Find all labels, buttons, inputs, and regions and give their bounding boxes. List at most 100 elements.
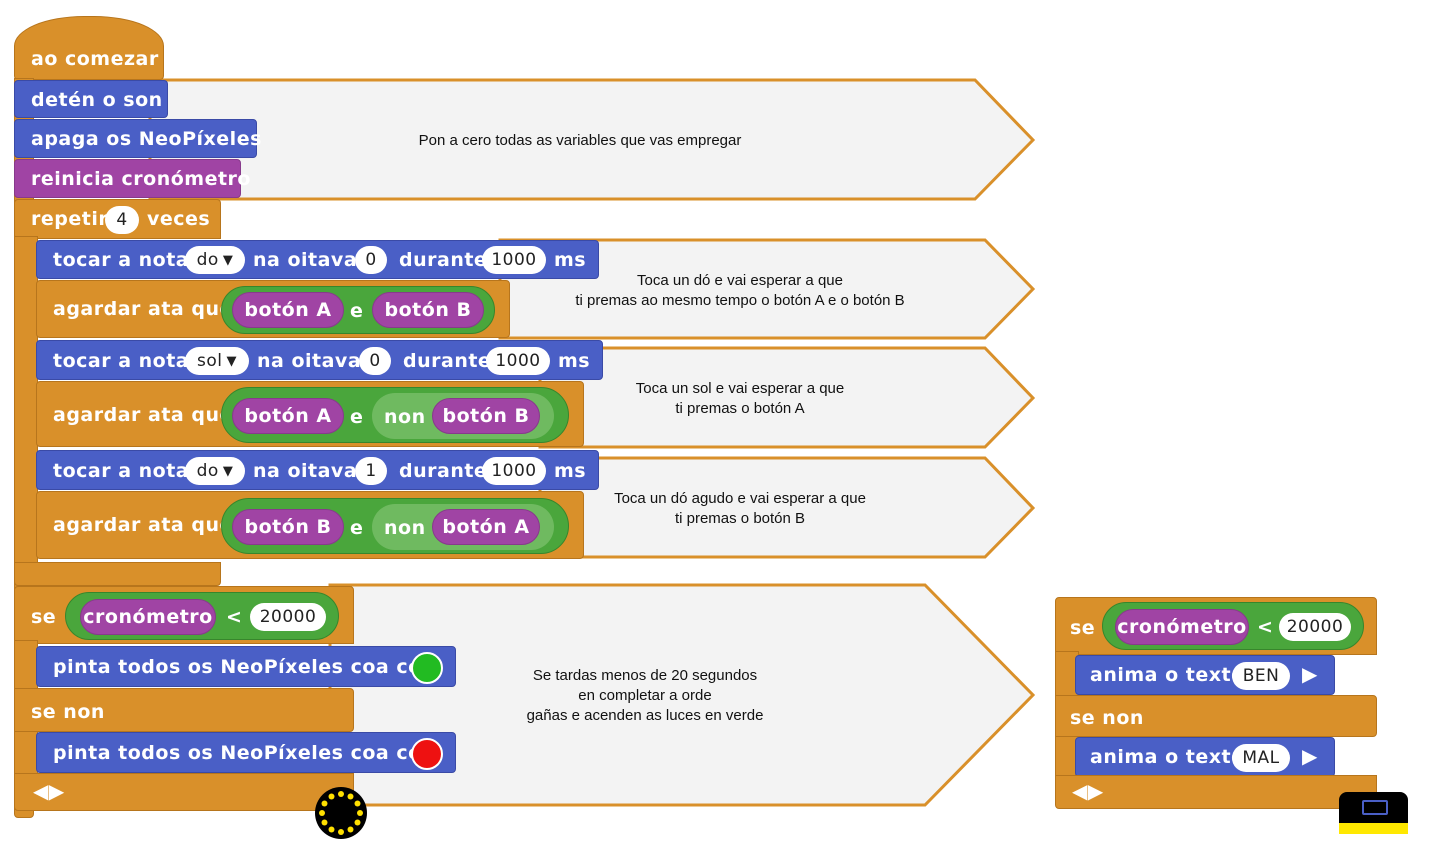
note-dropdown[interactable]: sol▼ [185,347,249,375]
and-label: e [350,517,364,539]
display-stripe [1339,823,1408,834]
dropdown-arrow-icon: ▼ [226,353,237,369]
play-note-label: tocar a nota [53,460,190,482]
paint-red-block[interactable]: pinta todos os NeoPíxeles coa cor [36,732,456,773]
threshold-input[interactable]: 20000 [1279,613,1351,641]
repeat-count-input[interactable]: 4 [105,206,139,234]
timer-variable[interactable]: cronómetro [80,599,216,635]
display-screen [1362,800,1388,815]
text-input-ben[interactable]: BEN [1232,662,1290,690]
comment-note3: Toca un dó agudo e vai esperar a que ti … [614,490,866,527]
play-note-block-2[interactable]: tocar a nota sol▼ na oitava 0 durante 10… [36,340,603,380]
duration-input[interactable]: 1000 [482,457,546,485]
green-color-swatch[interactable] [411,652,443,684]
reset-timer-label: reinicia cronómetro [31,168,251,190]
button-a-sensor[interactable]: botón A [432,509,540,545]
octave-label: na oitava [257,350,362,372]
reset-timer-block[interactable]: reinicia cronómetro [14,159,250,198]
paint-label: pinta todos os NeoPíxeles coa cor [53,656,432,678]
repeat-footer [14,562,221,586]
duration-input[interactable]: 1000 [486,347,550,375]
duration-input[interactable]: 1000 [482,246,546,274]
wait-until-label: agardar ata que [53,298,233,320]
duration-unit: ms [554,249,587,271]
repeat-block[interactable]: repetir 4 veces [14,199,221,239]
button-b-sensor[interactable]: botón B [372,292,484,328]
expand-arrows-icon[interactable]: ◀▶ [1072,779,1104,803]
duration-unit: ms [558,350,591,372]
text-input-mal[interactable]: MAL [1232,744,1290,772]
play-note-label: tocar a nota [53,249,190,271]
dropdown-arrow-icon: ▼ [222,463,234,479]
paint-green-block[interactable]: pinta todos os NeoPíxeles coa cor [36,646,456,687]
duration-unit: ms [554,460,587,482]
less-than-block[interactable]: cronómetro < 20000 [65,592,339,640]
octave-input[interactable]: 0 [355,246,387,274]
if-footer-2: ◀▶ [1055,775,1377,809]
and-label: e [350,406,364,428]
not-block[interactable]: non botón A [372,504,554,550]
octave-input[interactable]: 0 [359,347,391,375]
play-note-block-1[interactable]: tocar a nota do▼ na oitava 0 durante 100… [36,240,599,279]
on-start-block[interactable]: ao comezar [14,16,164,80]
not-label: non [384,406,426,428]
repeat-times-label: veces [147,208,211,230]
animate-text-mal-block[interactable]: anima o texto MAL ▶ [1075,737,1335,777]
octave-label: na oitava [253,460,358,482]
clear-neopixels-block[interactable]: apaga os NeoPíxeles [14,119,261,158]
octave-input[interactable]: 1 [355,457,387,485]
red-color-swatch[interactable] [411,738,443,770]
and-block[interactable]: botón A e botón B [221,286,495,334]
not-block[interactable]: non botón B [372,393,554,439]
expand-arrows-icon[interactable]: ◀▶ [33,779,65,803]
threshold-input[interactable]: 20000 [250,603,326,631]
play-note-block-3[interactable]: tocar a nota do▼ na oitava 1 durante 100… [36,450,599,490]
if-block-2[interactable]: se cronómetro < 20000 [1055,597,1377,655]
wait-until-label: agardar ata que [53,404,233,426]
else-label: se non [31,701,105,723]
if-block[interactable]: se cronómetro < 20000 [14,586,354,644]
note-value: do [196,250,219,270]
wait-until-label: agardar ata que [53,514,233,536]
else-section: se non [14,688,354,732]
comment-reset: Pon a cero todas as variables que vas em… [418,132,742,149]
wait-until-block-1[interactable]: agardar ata que botón A e botón B [36,280,510,338]
duration-label: durante [403,350,492,372]
and-block[interactable]: botón A e non botón B [221,387,569,443]
and-label: e [350,300,364,322]
button-a-sensor[interactable]: botón A [232,398,344,434]
note-dropdown[interactable]: do▼ [185,246,245,274]
wait-until-block-3[interactable]: agardar ata que botón B e non botón A [36,491,584,559]
paint-label: pinta todos os NeoPíxeles coa cor [53,742,432,764]
play-note-label: tocar a nota [53,350,190,372]
wait-until-block-2[interactable]: agardar ata que botón A e non botón B [36,381,584,447]
duration-label: durante [399,249,488,271]
button-b-sensor[interactable]: botón B [432,398,540,434]
neopixel-ring-icon [315,787,367,839]
comment-note1: Toca un dó e vai esperar a que ti premas… [575,272,905,309]
on-start-label: ao comezar [31,48,159,70]
animate-text-ben-block[interactable]: anima o texto BEN ▶ [1075,655,1335,695]
animate-text-label: anima o texto [1090,746,1245,768]
note-value: sol [197,351,223,371]
note-value: do [196,461,219,481]
dropdown-arrow-icon: ▼ [222,252,234,268]
note-dropdown[interactable]: do▼ [185,457,245,485]
if-label: se [31,606,57,628]
less-than-label: < [1257,616,1274,638]
button-a-sensor[interactable]: botón A [232,292,344,328]
animate-text-label: anima o texto [1090,664,1245,686]
timer-variable[interactable]: cronómetro [1115,609,1249,645]
button-b-sensor[interactable]: botón B [232,509,344,545]
repeat-label: repetir [31,208,109,230]
else-section-2: se non [1055,695,1377,737]
duration-label: durante [399,460,488,482]
clear-neopixels-label: apaga os NeoPíxeles [31,128,262,150]
play-arrow-icon: ▶ [1302,744,1318,768]
stop-sound-block[interactable]: detén o son [14,80,168,118]
less-than-block[interactable]: cronómetro < 20000 [1102,602,1364,650]
octave-label: na oitava [253,249,358,271]
stop-sound-label: detén o son [31,89,163,111]
and-block[interactable]: botón B e non botón A [221,498,569,554]
